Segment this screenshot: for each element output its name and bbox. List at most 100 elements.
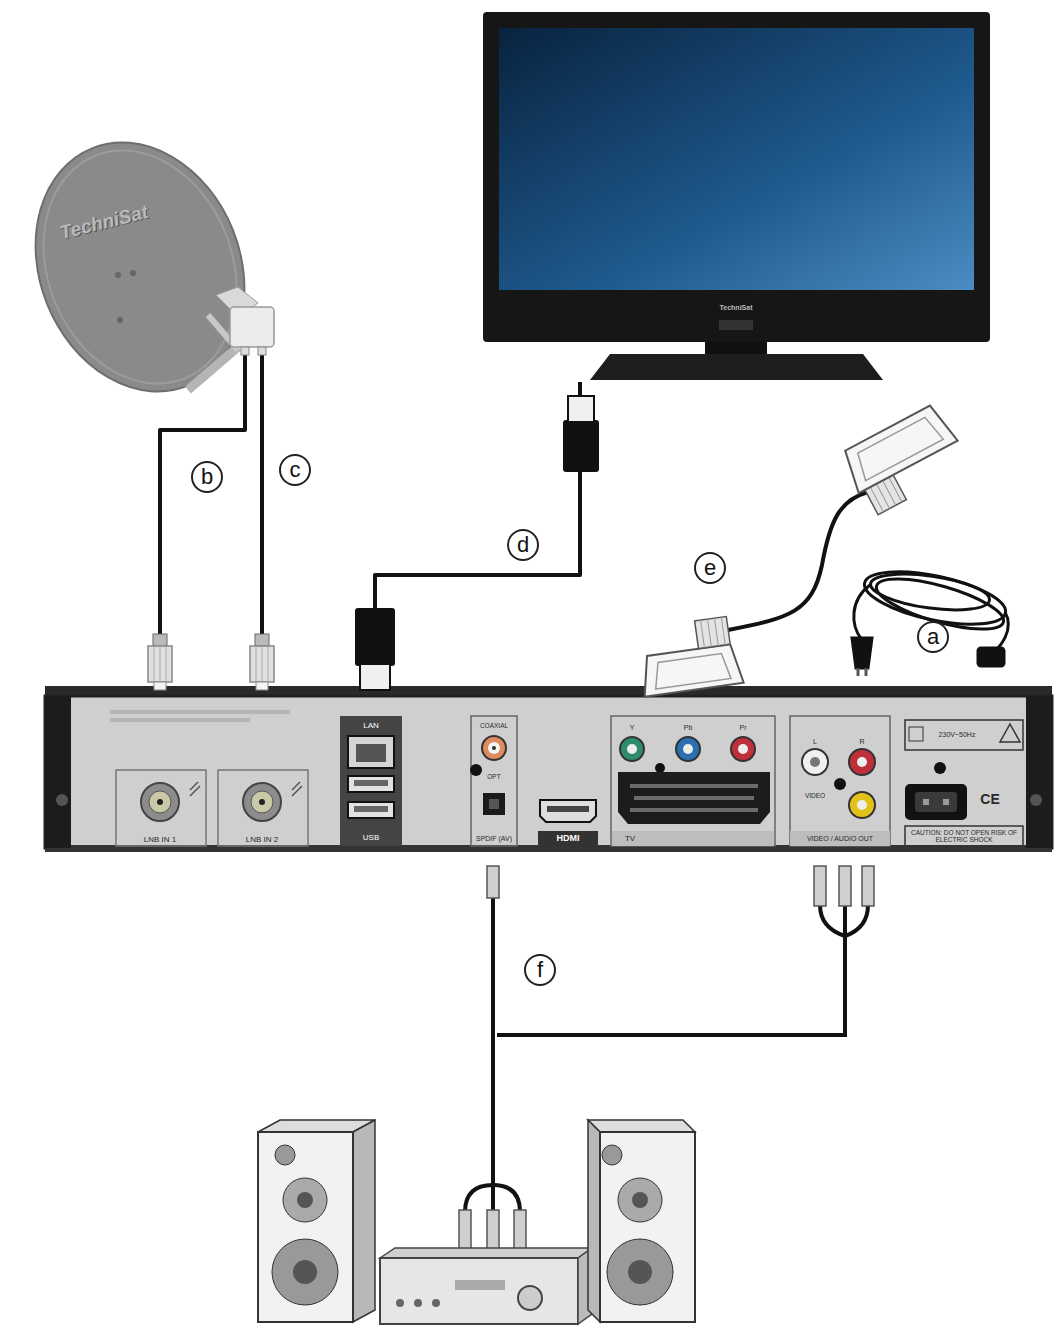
scart-cable (838, 402, 958, 493)
rca-plug (514, 1210, 526, 1252)
f-plug (154, 682, 166, 690)
amplifier (432, 1299, 440, 1307)
speaker (275, 1145, 295, 1165)
receiver-panel-art (348, 736, 394, 768)
cable (375, 382, 580, 690)
receiver-panel-art (915, 792, 957, 812)
receiver-back-panel: LNB IN 1LNB IN 2LANUSBCOAXIALOPTSPDIF (A… (45, 690, 1052, 850)
receiver-panel-art (340, 716, 402, 846)
audio-cable (491, 898, 495, 1185)
receiver-panel-art (810, 757, 820, 767)
port-label: USB (363, 834, 379, 843)
amplifier (414, 1299, 422, 1307)
speaker (297, 1192, 313, 1208)
ce-mark: CE (980, 792, 999, 807)
rca-plug (459, 1210, 471, 1252)
speaker (607, 1239, 673, 1305)
f-plug (250, 634, 274, 690)
audio-cable (500, 1031, 515, 1039)
power-cord (978, 648, 1004, 666)
receiver-panel-art (45, 696, 71, 848)
tv-set-outline (719, 320, 753, 330)
receiver-panel-art (540, 800, 596, 822)
audio-cable (820, 905, 845, 936)
receiver-panel-art (348, 776, 394, 792)
receiver-panel-art (731, 737, 755, 761)
receiver-panel-art (676, 737, 700, 761)
receiver-panel-art (634, 796, 754, 800)
receiver-panel-art (492, 746, 496, 750)
receiver-panel-art (348, 802, 394, 818)
receiver-panel-art (802, 749, 828, 775)
receiver-panel-art (612, 831, 774, 846)
rca-plug (814, 866, 826, 906)
tv-set-outline (590, 354, 883, 380)
speaker (293, 1260, 317, 1284)
receiver-panel-art (618, 772, 770, 824)
port-label: Y (630, 724, 635, 732)
receiver-panel-art (790, 831, 890, 846)
receiver-panel-art (356, 744, 386, 762)
receiver-panel-art (157, 799, 163, 805)
warning-text: CAUTION: DO NOT OPEN RISK OF ELECTRIC SH… (906, 829, 1022, 843)
scart-cable (652, 653, 731, 689)
callout-letter: f (524, 954, 556, 986)
receiver-panel-art (354, 780, 388, 786)
callout-letter: d (507, 529, 539, 561)
rca-plug (862, 866, 874, 906)
receiver-panel-art (243, 783, 281, 821)
port-label: OPT (487, 773, 500, 780)
receiver-panel-art (470, 764, 482, 776)
power-cord (854, 585, 870, 640)
satellite-dish-outline (130, 270, 136, 276)
satellite-dish: TechniSat (38, 135, 283, 355)
port-label: SPDIF (AV) (476, 835, 512, 843)
receiver-panel-art (905, 720, 1023, 750)
receiver-panel-art (857, 800, 867, 810)
satellite-dish-outline (188, 347, 238, 390)
receiver-panel-art (141, 783, 179, 821)
callout-letter: b (191, 461, 223, 493)
port-label: R (859, 738, 864, 746)
receiver-panel-art (218, 770, 308, 846)
amplifier (380, 1248, 592, 1258)
speaker (588, 1120, 695, 1322)
receiver-panel-art (834, 778, 846, 790)
speaker (600, 1132, 695, 1322)
satellite-dish-outline (115, 272, 121, 278)
scart-cable (852, 415, 943, 481)
f-plug (256, 682, 268, 690)
receiver-panel-art (483, 793, 505, 815)
receiver-panel-art (790, 716, 890, 846)
callout-letter: a (917, 621, 949, 653)
tv-set: TechniSat (483, 12, 990, 382)
tv-set-outline (483, 12, 990, 342)
scart-cable (639, 643, 744, 697)
amplifier (380, 1258, 578, 1324)
scart-cable (695, 617, 731, 649)
receiver-panel-art (738, 744, 748, 754)
audio-cable (491, 1185, 495, 1212)
hdmi-plug (563, 420, 599, 472)
receiver-panel-art (1030, 794, 1042, 806)
receiver-panel-art (630, 784, 758, 812)
rca-plug (839, 866, 851, 906)
speaker (353, 1120, 375, 1322)
amplifier (396, 1299, 404, 1307)
receiver-panel-art (292, 782, 302, 796)
port-label: VIDEO (805, 792, 825, 799)
speaker (632, 1192, 648, 1208)
receiver-panel-art (620, 737, 644, 761)
port-label: HDMI (557, 834, 580, 844)
receiver-panel-art (354, 806, 388, 812)
speaker (588, 1120, 600, 1322)
f-plug (148, 634, 172, 690)
receiver-panel-art (611, 716, 775, 846)
rca-plug (487, 1210, 499, 1252)
scart-cable (635, 402, 971, 697)
hdmi-plug (568, 396, 594, 422)
power-cord (852, 562, 1010, 676)
satellite-dish-outline (117, 317, 123, 323)
